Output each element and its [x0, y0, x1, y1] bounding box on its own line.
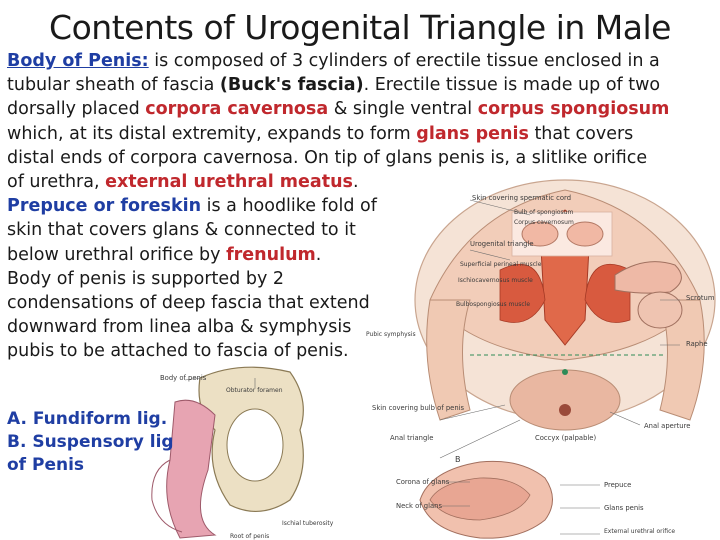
text-span: which, at its distal extremity, expands …: [7, 123, 417, 144]
text-line: which, at its distal extremity, expands …: [7, 122, 713, 146]
text-span: that covers: [528, 123, 634, 144]
text-span: is composed of 3 cylinders of erectile t…: [148, 51, 660, 71]
text-line: pubis to be attached to fascia of penis.: [7, 339, 713, 363]
label-anal-aperture: Anal aperture: [644, 422, 690, 430]
term-corpus-spongiosum: corpus spongiosum: [477, 99, 670, 120]
text-span: below urethral orifice by: [7, 244, 227, 265]
text-line: below urethral orifice by frenulum.: [7, 243, 713, 267]
key-fundiform-ligament: A. Fundiform lig.: [7, 409, 168, 429]
term-external-urethral-meatus: external urethral meatus: [105, 171, 353, 192]
label-scrotum: Scrotum: [686, 294, 715, 302]
text-span: of urethra,: [7, 171, 106, 192]
leader-lines: [184, 199, 680, 535]
term-frenulum: frenulum: [226, 244, 316, 265]
body-paragraph: Body of Penis: is composed of 3 cylinder…: [7, 49, 713, 363]
label-skin-bulb: Skin covering bulb of penis: [372, 404, 465, 412]
label-bulb-spongiosum: Bulb of spongiosum: [514, 209, 573, 216]
label-root-of-penis: Root of penis: [230, 533, 269, 540]
label-letter-b: B: [455, 455, 461, 464]
label-neck-glans: Neck of glans: [396, 502, 442, 510]
text-line: Body of penis is supported by 2: [7, 267, 713, 291]
label-external-meatus: External urethral orifice: [604, 528, 675, 535]
text-span: & single ventral: [328, 99, 478, 120]
label-coccyx: Coccyx (palpable): [535, 434, 596, 442]
term-corpora-cavernosa: corpora cavernosa: [145, 99, 329, 120]
text-span: distal ends of corpora cavernosa. On tip…: [7, 147, 648, 168]
pelvis-sagittal-drawing: [151, 366, 304, 539]
text-line: of urethra, external urethral meatus.: [7, 170, 713, 194]
term-body-of-penis: Body of Penis:: [7, 51, 149, 71]
label-obturator-foramen: Obturator foramen: [226, 387, 283, 394]
label-anal-triangle: Anal triangle: [390, 434, 433, 442]
diagram-labels: Skin covering spermatic cord Bulb of spo…: [160, 194, 715, 540]
text-line: condensations of deep fascia that extend: [7, 291, 713, 315]
text-span: . Erectile tissue is made up of two: [363, 75, 661, 96]
key-suspensory-ligament: B. Suspensory lig: [7, 432, 174, 452]
text-line: dorsally placed corpora cavernosa & sing…: [7, 97, 713, 121]
label-skin-spermatic: Skin covering spermatic cord: [472, 194, 571, 202]
label-ischial-tuberosity: Ischial tuberosity: [282, 520, 334, 527]
label-glans-penis: Glans penis: [604, 504, 644, 512]
text-span: .: [315, 244, 322, 265]
label-bulbospongiosus: Bulbospongiosus muscle: [456, 301, 530, 308]
figure-key: A. Fundiform lig. B. Suspensory lig of P…: [7, 408, 174, 477]
term-glans-penis: glans penis: [416, 123, 529, 144]
text-line: skin that covers glans & connected to it: [7, 218, 713, 242]
term-prepuce: Prepuce or foreskin: [7, 196, 202, 217]
text-span: downward from linea alba & symphysis: [7, 317, 352, 338]
text-span: Body of penis is supported by 2: [7, 268, 285, 289]
label-urogenital-triangle: Urogenital triangle: [470, 240, 534, 248]
label-body-of-penis: Body of penis: [160, 374, 207, 382]
text-span: pubis to be attached to fascia of penis.: [7, 341, 349, 362]
label-ischiocavernosus: Ischiocavernosus muscle: [458, 277, 533, 284]
text-span: dorsally placed: [7, 99, 146, 120]
inset-drawing: [511, 211, 613, 257]
text-line: downward from linea alba & symphysis: [7, 315, 713, 339]
term-bucks-fascia: (Buck's fascia): [219, 75, 364, 96]
text-span: tubular sheath of fascia: [7, 75, 220, 96]
text-line: Prepuce or foreskin is a hoodlike fold o…: [7, 194, 713, 218]
penis-distal-drawing: [419, 460, 553, 539]
label-superficial-perineal: Superficial perineal muscle: [460, 261, 542, 268]
label-prepuce: Prepuce: [604, 481, 631, 489]
text-span: skin that covers glans & connected to it: [7, 220, 356, 241]
text-line: distal ends of corpora cavernosa. On tip…: [7, 146, 713, 170]
text-line: tubular sheath of fascia (Buck's fascia)…: [7, 73, 713, 97]
text-line: Body of Penis: is composed of 3 cylinder…: [7, 49, 713, 73]
label-pubic-symphysis: Pubic symphysis: [366, 331, 416, 338]
label-corpus-cavernosum: Corpus cavernosum: [514, 219, 574, 226]
text-span: condensations of deep fascia that extend: [7, 292, 370, 313]
slide-title: Contents of Urogenital Triangle in Male: [49, 8, 671, 47]
text-span: .: [352, 171, 359, 192]
label-corona-glans: Corona of glans: [396, 478, 450, 486]
text-span: is a hoodlike fold of: [201, 196, 377, 217]
external-genitalia-drawing: [614, 261, 683, 329]
key-of-penis: of Penis: [7, 455, 85, 475]
label-raphe: Raphe: [686, 340, 708, 348]
